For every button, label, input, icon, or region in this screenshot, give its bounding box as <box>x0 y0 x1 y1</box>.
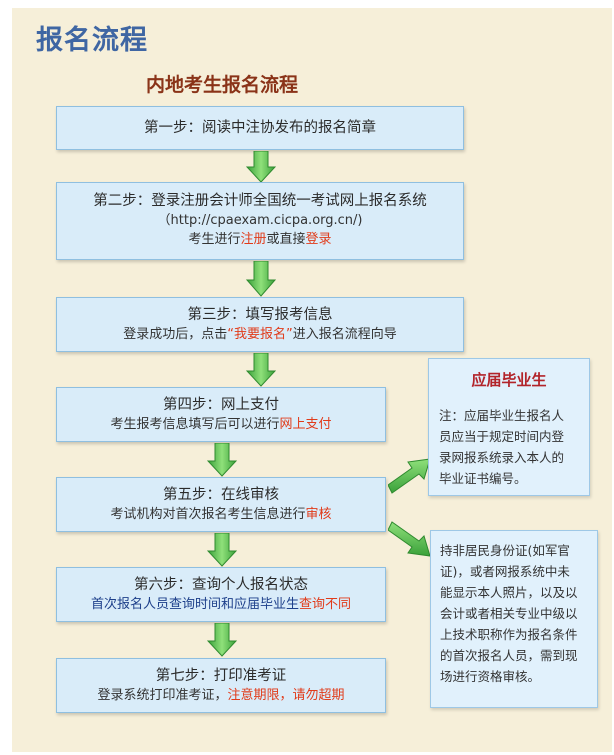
step-2-box: 第二步：登录注册会计师全国统一考试网上报名系统 （http://cpaexam.… <box>56 182 464 260</box>
nonresident-note: 持非居民身份证(如军官 证)，或者网报系统中未 能显示本人照片，以及以 会计或者… <box>430 530 598 708</box>
step-7-title: 第七步：打印准考证 <box>155 668 287 684</box>
graduate-note-title: 应届毕业生 <box>471 371 547 389</box>
step-1-title: 第一步：阅读中注协发布的 <box>144 120 318 136</box>
apply-link[interactable]: “我要报名” <box>227 327 293 342</box>
step-6-box: 第六步：查询个人报名状态 首次报名人员查询时间和应届毕业生查询不同 <box>56 567 386 622</box>
login-link[interactable]: 登录 <box>305 232 332 247</box>
down-arrow-3 <box>246 353 276 387</box>
step-4-desc: 考生报考信息填写后可以进行网上支付 <box>110 417 332 432</box>
step-6-title: 第六步：查询个人报名状态 <box>134 577 308 593</box>
step-1-link[interactable]: 报名简章 <box>318 120 376 136</box>
query-diff-link[interactable]: 查询不同 <box>299 597 352 612</box>
down-arrow-2 <box>246 261 276 297</box>
flow-subtitle: 内地考生报名流程 <box>146 74 299 96</box>
step-7-desc: 登录系统打印准考证，注意期限，请勿超期 <box>97 688 345 703</box>
arrow-to-graduate-note <box>388 458 431 494</box>
review-link[interactable]: 审核 <box>305 507 332 522</box>
step-5-box: 第五步：在线审核 考试机构对首次报名考生信息进行审核 <box>56 477 386 532</box>
graduate-note: 应届毕业生 注：应届毕业生报名人 员应当于规定时间内登 录网报系统录入本人的 毕… <box>428 358 590 496</box>
step-5-title: 第五步：在线审核 <box>163 487 279 503</box>
step-2-desc: 考生进行注册或直接登录 <box>188 232 332 247</box>
register-link[interactable]: 注册 <box>240 232 267 247</box>
step-7-box: 第七步：打印准考证 登录系统打印准考证，注意期限，请勿超期 <box>56 658 386 713</box>
down-arrow-6 <box>207 623 237 657</box>
arrow-to-nonresident-note <box>388 521 431 557</box>
step-4-box: 第四步：网上支付 考生报考信息填写后可以进行网上支付 <box>56 387 386 442</box>
step-3-desc: 登录成功后，点击“我要报名”进入报名流程向导 <box>123 327 397 342</box>
step-2-title: 第二步：登录注册会计师全国统一考试网上报名系统 <box>93 193 427 209</box>
step-6-desc: 首次报名人员查询时间和应届毕业生查询不同 <box>90 597 352 612</box>
deadline-warning: 注意期限，请勿超期 <box>227 688 345 703</box>
down-arrow-4 <box>207 443 237 477</box>
nonresident-note-text: 持非居民身份证(如军官 证)，或者网报系统中未 能显示本人照片，以及以 会计或者… <box>440 543 578 684</box>
page-title: 报名流程 <box>36 25 148 56</box>
graduate-note-text: 注：应届毕业生报名人 员应当于规定时间内登 录网报系统录入本人的 毕业证书编号。 <box>439 408 565 486</box>
step-4-title: 第四步：网上支付 <box>163 397 279 413</box>
step-3-box: 第三步：填写报考信息 登录成功后，点击“我要报名”进入报名流程向导 <box>56 297 464 352</box>
down-arrow-5 <box>207 533 237 567</box>
step-2-url[interactable]: （http://cpaexam.cicpa.org.cn/) <box>157 213 363 228</box>
step-5-desc: 考试机构对首次报名考生信息进行审核 <box>110 507 332 522</box>
payment-link[interactable]: 网上支付 <box>279 417 332 432</box>
step-1-box: 第一步：阅读中注协发布的报名简章 <box>56 106 464 150</box>
step-3-title: 第三步：填写报考信息 <box>187 307 333 323</box>
down-arrow-1 <box>246 151 276 183</box>
